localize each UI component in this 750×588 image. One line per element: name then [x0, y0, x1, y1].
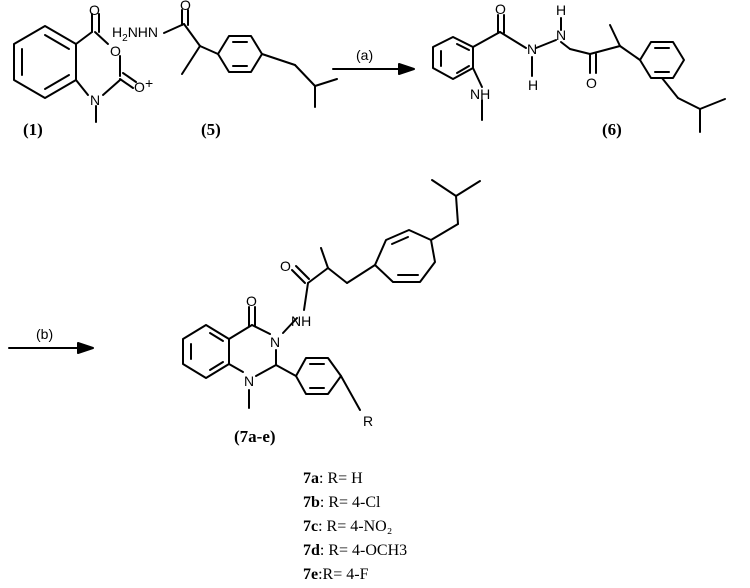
reaction-arrow-b: [8, 342, 94, 354]
atom-o-carbonyl-right: O: [134, 79, 145, 95]
r-group-label: R: [363, 413, 373, 429]
variant-text: : R= 4-OCH3: [319, 542, 408, 559]
atom-o-amide-right: O: [586, 75, 597, 91]
atom-n-hydrazide-left: N: [527, 41, 537, 57]
compound-5-label: (5): [201, 120, 221, 139]
compound-5-structure: H2NHN O: [112, 0, 338, 108]
variant-id: 7e: [303, 566, 319, 583]
compound-7-label: (7a-e): [234, 427, 276, 446]
atom-o-hydrazide: O: [180, 0, 191, 13]
compound-6-structure: O N H N H O NH: [432, 1, 726, 133]
variant-7b: 7b: R= 4-Cl: [303, 491, 503, 515]
atom-o-amide: O: [280, 258, 291, 274]
variant-text: : R= 4-Cl: [319, 494, 381, 511]
atom-nh-amide: NH: [291, 313, 311, 329]
compound-1-structure: O O O N: [13, 2, 145, 123]
variant-id: 7d: [303, 542, 320, 559]
atom-n-hydrazide-right: N: [556, 27, 566, 43]
variant-id: 7c: [303, 518, 319, 535]
variant-id: 7b: [303, 494, 320, 511]
reaction-arrow-a: [332, 63, 415, 75]
variant-7d: 7d: R= 4-OCH3: [303, 539, 503, 563]
atom-h-hydrazide-left: H: [528, 77, 538, 93]
atom-n1-ring: N: [244, 373, 254, 389]
variant-7c: 7c: R= 4-NO₂: [303, 515, 503, 539]
variant-7e: 7e:R= 4-F: [303, 563, 503, 587]
atom-o-amide-left: O: [495, 1, 506, 17]
atom-nh-methylamino: NH: [470, 86, 490, 102]
compound-6-label: (6): [602, 120, 622, 139]
atom-o-quinazolinone: O: [246, 293, 257, 309]
variant-text: : R= H: [319, 470, 363, 487]
variant-7a: 7a: R= H: [303, 467, 503, 491]
atom-n-ring: N: [90, 92, 100, 108]
compound-1-label: (1): [23, 120, 43, 139]
plus-sign: +: [145, 75, 153, 91]
variant-id: 7a: [303, 470, 319, 487]
variant-text: :R= 4-F: [318, 566, 369, 583]
substituent-list: 7a: R= H 7b: R= 4-Cl 7c: R= 4-NO₂ 7d: R=…: [303, 467, 503, 587]
compound-7-structure: O N NH O N R: [182, 179, 481, 429]
hydrazide-group: H2NHN: [112, 24, 158, 44]
variant-text: : R= 4-NO₂: [318, 518, 393, 535]
atom-n3-ring: N: [270, 334, 280, 350]
condition-a: (a): [356, 47, 373, 63]
condition-b: (b): [36, 326, 53, 342]
atom-o-carbonyl-top: O: [89, 2, 100, 18]
atom-h-hydrazide-right: H: [556, 2, 566, 18]
atom-o-ring: O: [110, 43, 121, 59]
